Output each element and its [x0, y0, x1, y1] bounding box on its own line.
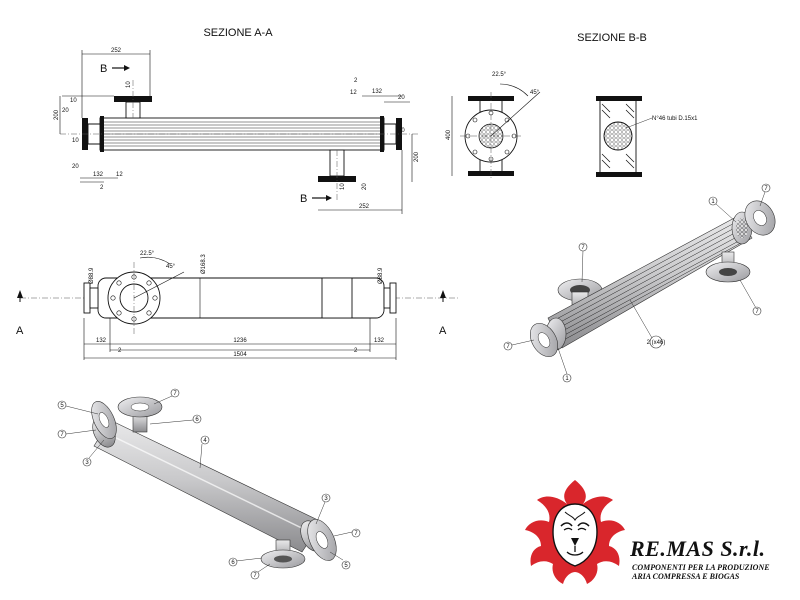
svg-text:252: 252 [111, 48, 122, 54]
tube-bundle-section [104, 121, 380, 147]
svg-text:Ø88.9: Ø88.9 [89, 267, 95, 284]
svg-text:Ø168.3: Ø168.3 [201, 254, 207, 274]
svg-text:2: 2 [118, 348, 122, 354]
svg-text:6: 6 [231, 560, 235, 566]
svg-text:2 (x46): 2 (x46) [647, 340, 666, 346]
svg-text:132: 132 [96, 338, 107, 344]
svg-text:20: 20 [72, 164, 79, 170]
section-marker-b-bottom: B [300, 193, 307, 205]
svg-text:22.5°: 22.5° [492, 72, 507, 78]
svg-text:20: 20 [362, 183, 368, 190]
svg-text:20: 20 [398, 95, 405, 101]
svg-text:5: 5 [344, 563, 348, 569]
end-view: 400 22.5° 45° [446, 72, 541, 180]
tube-note: N°46 tubi D.15x1 [652, 116, 698, 122]
svg-text:7: 7 [60, 432, 64, 438]
tagline-line-1: COMPONENTI PER LA PRODUZIONE [632, 563, 770, 572]
svg-text:2: 2 [354, 78, 358, 84]
section-a-a-view: SEZIONE A-A [54, 27, 420, 214]
dimensions-section-aa: 252 10 200 10 20 20 10 132 12 2 2 12 132… [54, 48, 420, 214]
section-b-b-view: SEZIONE B-B N°46 tubi D.15x1 [577, 32, 698, 177]
svg-text:7: 7 [253, 573, 257, 579]
dimensions-front: 132 1236 132 2 2 1504 [83, 318, 397, 360]
remas-lion-logo [525, 480, 625, 584]
isometric-assembly: 5 7 3 7 6 4 3 7 5 6 7 [57, 388, 361, 580]
callouts-top-iso: 1 7 7 7 7 2 (x46) 1 [503, 183, 771, 383]
svg-text:7: 7 [764, 186, 768, 192]
svg-text:1504: 1504 [233, 352, 247, 358]
svg-text:200: 200 [54, 109, 60, 120]
svg-text:3: 3 [324, 496, 328, 502]
svg-text:7: 7 [173, 391, 177, 397]
isometric-tube-bundle: 1 7 7 7 7 2 (x46) 1 [503, 183, 776, 383]
tagline-line-2: ARIA COMPRESSA E BIOGAS [632, 572, 740, 581]
svg-text:6: 6 [195, 417, 199, 423]
front-flange-right [389, 282, 397, 314]
svg-text:1236: 1236 [233, 338, 247, 344]
svg-text:132: 132 [374, 338, 385, 344]
svg-text:12: 12 [116, 172, 123, 178]
svg-text:45°: 45° [166, 264, 176, 270]
svg-text:10: 10 [70, 98, 77, 104]
svg-text:200: 200 [414, 151, 420, 162]
svg-text:22.5°: 22.5° [140, 251, 155, 257]
svg-text:10: 10 [126, 81, 132, 88]
svg-text:132: 132 [93, 172, 104, 178]
svg-text:2: 2 [354, 348, 358, 354]
company-tagline: COMPONENTI PER LA PRODUZIONE ARIA COMPRE… [632, 563, 770, 581]
section-marker-b-top: B [100, 63, 107, 75]
section-b-b-title: SEZIONE B-B [577, 32, 647, 44]
svg-text:10: 10 [72, 138, 79, 144]
svg-text:7: 7 [354, 531, 358, 537]
svg-text:12: 12 [350, 90, 357, 96]
svg-text:1: 1 [711, 199, 715, 205]
company-name: RE.MAS S.r.l. [630, 536, 766, 561]
svg-text:132: 132 [372, 89, 383, 95]
svg-text:7: 7 [506, 344, 510, 350]
lion-face [552, 503, 598, 567]
svg-text:4: 4 [203, 438, 207, 444]
svg-text:3: 3 [85, 460, 89, 466]
svg-text:10: 10 [340, 183, 346, 190]
svg-text:1: 1 [565, 376, 569, 382]
svg-text:252: 252 [359, 204, 370, 210]
svg-text:10: 10 [398, 128, 405, 134]
svg-text:7: 7 [581, 245, 585, 251]
svg-text:Ø88.9: Ø88.9 [378, 267, 384, 284]
svg-text:400: 400 [446, 129, 452, 140]
iso-flange-bottom-right [705, 251, 751, 283]
front-flange-left [83, 282, 91, 314]
svg-text:7: 7 [755, 309, 759, 315]
callouts-bottom-iso: 5 7 3 7 6 4 3 7 5 6 7 [57, 388, 361, 580]
section-marker-a-left: A [16, 325, 24, 337]
section-marker-a-right: A [439, 325, 447, 337]
svg-text:5: 5 [60, 403, 64, 409]
nozzle-bottom-flange [318, 176, 356, 182]
svg-text:45°: 45° [530, 90, 540, 96]
section-a-a-title: SEZIONE A-A [203, 27, 273, 39]
front-nozzle-rear [321, 277, 353, 319]
front-view: 22.5° 45° Ø88.9 Ø168.3 Ø88.9 A A 132 123… [16, 251, 460, 360]
svg-text:20: 20 [62, 108, 69, 114]
section-bb-tube-bundle [603, 121, 633, 151]
svg-text:2: 2 [100, 185, 104, 191]
